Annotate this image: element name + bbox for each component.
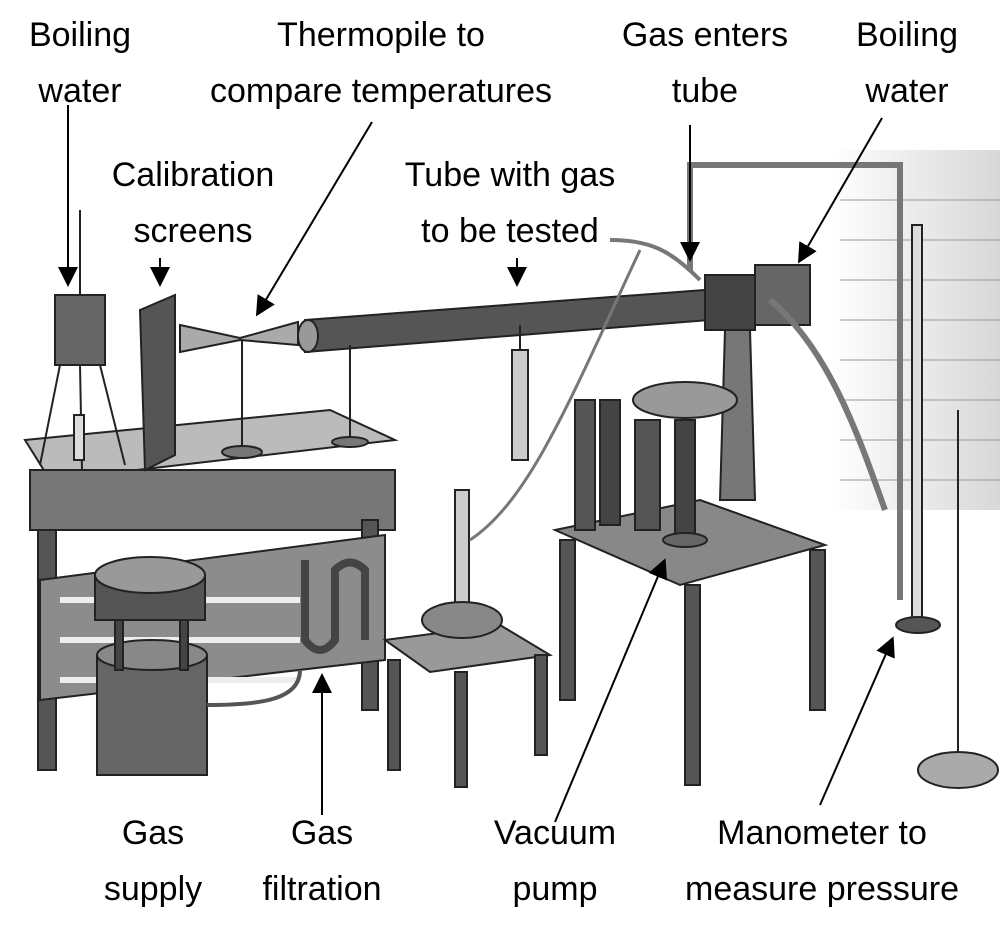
- label-arrows: [58, 105, 895, 823]
- arrow-boiling-water-right: [797, 117, 883, 264]
- arrow-thermopile: [255, 121, 373, 317]
- filtration-tubes: [301, 558, 369, 654]
- left-table: [23, 408, 399, 771]
- arrow-vacuum-pump: [554, 558, 668, 823]
- vacuum-pump: [551, 381, 829, 786]
- boiling-water-box-right: [609, 162, 903, 600]
- boiling-water-box-left: [39, 210, 126, 471]
- gas-supply-tank: [94, 556, 302, 776]
- arrow-manometer: [819, 636, 895, 806]
- small-table: [382, 249, 642, 788]
- thermopile: [179, 320, 299, 459]
- calibration-screen: [138, 293, 176, 472]
- manometer: [895, 224, 999, 789]
- gas-tube: [297, 288, 712, 461]
